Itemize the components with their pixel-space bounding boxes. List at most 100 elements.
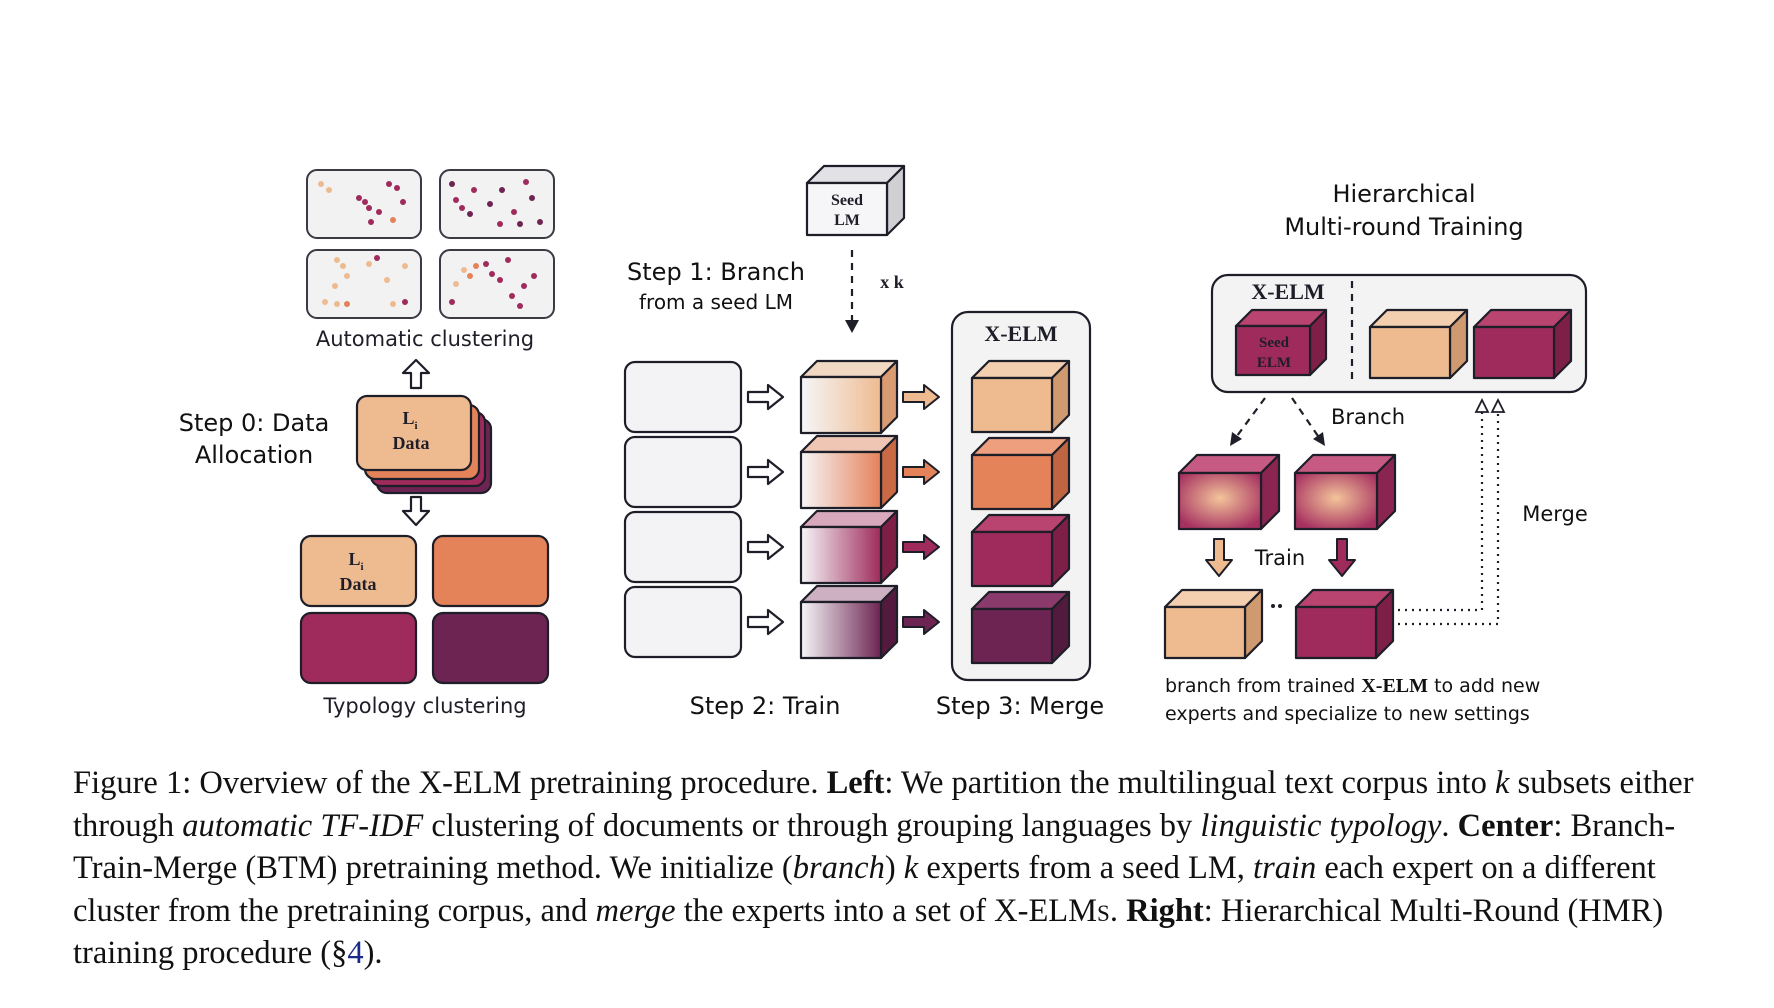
hmr-trained-cube-1 [1163, 588, 1264, 660]
center-hollow-arrows [746, 383, 785, 636]
cluster-dot [523, 179, 529, 185]
cluster-dot [449, 181, 455, 187]
cluster-dots [318, 179, 543, 309]
cluster-dot [394, 185, 400, 191]
seed-lm-cube [805, 164, 906, 237]
cluster-dot [332, 283, 338, 289]
figure-caption: Figure 1: Overview of the X-ELM pretrain… [73, 765, 1694, 971]
hmr-top-cubes [1234, 308, 1573, 380]
step0-label-line1: Step 0: Data [179, 409, 330, 437]
arrow-up-icon [401, 358, 431, 390]
hmr-merge-arrowhead-2-icon [1490, 397, 1506, 413]
train-cubes [799, 359, 899, 660]
center-data-box-2 [623, 435, 743, 509]
cluster-dot [449, 299, 455, 305]
cluster-dot [400, 199, 406, 205]
branch-arrowhead-icon [845, 320, 859, 333]
center-data-boxes [623, 360, 743, 659]
cluster-dot [390, 217, 396, 223]
hmr-seed-line1: Seed [1259, 335, 1290, 351]
cluster-dot [356, 195, 362, 201]
typology-cell-L: Li [348, 549, 363, 573]
cluster-dot [505, 257, 511, 263]
cluster-dot [537, 219, 543, 225]
train-cube-1 [799, 359, 899, 435]
step1-line2: from a seed LM [639, 290, 793, 314]
step2-label: Step 2: Train [690, 692, 841, 720]
train-cube-2 [799, 434, 899, 510]
hmr-trained-cube-2 [1294, 588, 1395, 660]
cluster-dot [459, 205, 465, 211]
hollow-arrow-icon [746, 608, 785, 636]
hmr-branch-arrows [1236, 397, 1319, 437]
cluster-dot [390, 301, 396, 307]
cluster-dot [453, 281, 459, 287]
center-data-box-3 [623, 510, 743, 584]
hmr-ellipsis-dots [1271, 604, 1282, 608]
center-data-box-4 [623, 585, 743, 659]
section-ref-link[interactable]: 4 [347, 935, 364, 971]
train-cube-3 [799, 509, 899, 585]
train-cube-4 [799, 584, 899, 660]
typology-cell-1 [299, 534, 418, 608]
merge-arrow-icon [902, 384, 940, 410]
cluster-dot [453, 197, 459, 203]
cluster-dot [497, 221, 503, 227]
step3-label: Step 3: Merge [936, 692, 1104, 720]
cluster-dot [376, 209, 382, 215]
hollow-arrow-icon [746, 533, 785, 561]
hmr-train-arrow-left-icon [1205, 538, 1233, 577]
cluster-dot [402, 263, 408, 269]
typology-cell-3 [299, 611, 418, 685]
cluster-panel-3 [306, 249, 422, 319]
cluster-panel-2 [439, 169, 555, 239]
cluster-dot [362, 199, 368, 205]
cluster-dot [511, 209, 517, 215]
hmr-branch-label: Branch [1331, 405, 1405, 429]
seed-lm-line1: Seed [831, 192, 863, 209]
seed-lm-line2: LM [834, 212, 860, 229]
cluster-dot [344, 301, 350, 307]
data-stack-word: Data [393, 433, 430, 453]
hmr-merge-lines [1398, 410, 1500, 626]
cluster-dot [483, 261, 489, 267]
hmr-seed-line2: ELM [1257, 355, 1291, 371]
cluster-dot [497, 277, 503, 283]
cluster-dot [531, 273, 537, 279]
cluster-dot [334, 257, 340, 263]
cluster-dot [368, 219, 374, 225]
cluster-dot [509, 293, 515, 299]
cluster-dot [487, 201, 493, 207]
cluster-dot [402, 299, 408, 305]
cluster-dot [517, 303, 523, 309]
hmr-train-arrow-right-icon [1328, 538, 1356, 577]
hmr-merge-arrowhead-1-icon [1474, 397, 1490, 413]
hmr-train-label: Train [1254, 546, 1305, 570]
hmr-xelm-cube-1 [1368, 308, 1469, 380]
hollow-arrow-icon [746, 458, 785, 486]
cluster-dot [318, 181, 324, 187]
typology-cell-4 [431, 611, 550, 685]
cluster-dot [467, 273, 473, 279]
cluster-dot [529, 195, 535, 201]
auto-cluster-panels [306, 169, 555, 319]
figure-diagram: Automatic clustering Step 0: Data Alloca… [179, 164, 1588, 725]
auto-cluster-label: Automatic clustering [316, 327, 534, 351]
hmr-branched-cube-2 [1293, 453, 1397, 531]
xk-label: x k [880, 272, 904, 292]
data-stack-card-1 [355, 394, 473, 472]
xelm-cubes [970, 359, 1071, 665]
cluster-dot [499, 187, 505, 193]
hmr-merge-label: Merge [1522, 502, 1588, 526]
cluster-dot [467, 211, 473, 217]
xelm-cube-4 [970, 590, 1071, 665]
data-stack [355, 394, 493, 495]
typology-cell-word: Data [340, 574, 377, 594]
hollow-arrow-icon [746, 383, 785, 411]
xelm-cube-3 [970, 513, 1071, 588]
cluster-dot [334, 301, 340, 307]
hmr-branch-arrowhead-left-icon [1230, 432, 1242, 446]
hmr-title-line2: Multi-round Training [1284, 213, 1523, 241]
cluster-dot [384, 277, 390, 283]
cluster-dot [386, 181, 392, 187]
